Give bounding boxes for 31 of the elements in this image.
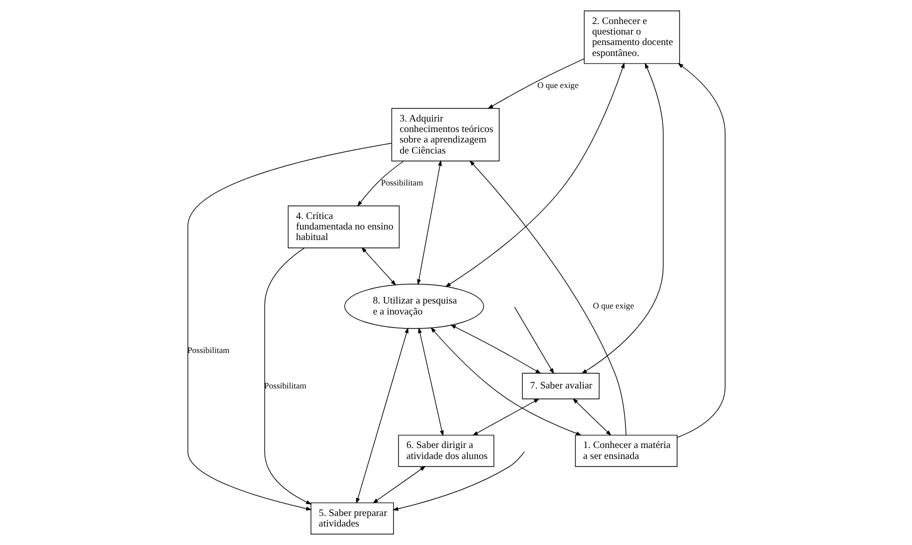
arrow [580,62,664,374]
arrow [264,248,312,504]
arrow [416,160,442,286]
edge-label: Possibilitam [186,345,230,356]
arrow [676,63,725,438]
arrow [572,398,611,436]
arrow [514,306,554,374]
node-box: 1. Conhecer a matéria a ser ensinada [574,434,677,467]
node-box: 4. Crítica fundamentada no ensino habitual [287,206,400,248]
arrow [356,160,404,207]
arrow [472,398,540,436]
edge-label: Possibilitam [264,380,306,390]
node-box: 5. Saber preparar atividades [310,502,394,534]
arrow [450,324,541,374]
edge-label: Possibilitam [380,178,423,188]
arrow [468,160,626,436]
node-box: 3. Adquirir conhecimentos teóricos sobre a aprendizagem de Ciências [390,108,500,162]
arrow [487,58,584,109]
edge-label: O que exige [536,80,578,90]
arrow [392,451,524,511]
arrow [187,142,392,511]
node-box: 6. Saber dirigir a atividade dos alunos [398,434,494,467]
arrow [444,62,624,288]
edge-label: O que exige [592,300,634,311]
arrow [430,327,582,436]
arrow [360,247,396,286]
node-box: 2. Conhecer e questionar o pensamento docente espontâneo. [583,10,680,64]
arrow [356,327,408,504]
arrow [418,327,444,436]
arrow [372,466,426,504]
node-box: 7. Saber avaliar [521,372,600,400]
